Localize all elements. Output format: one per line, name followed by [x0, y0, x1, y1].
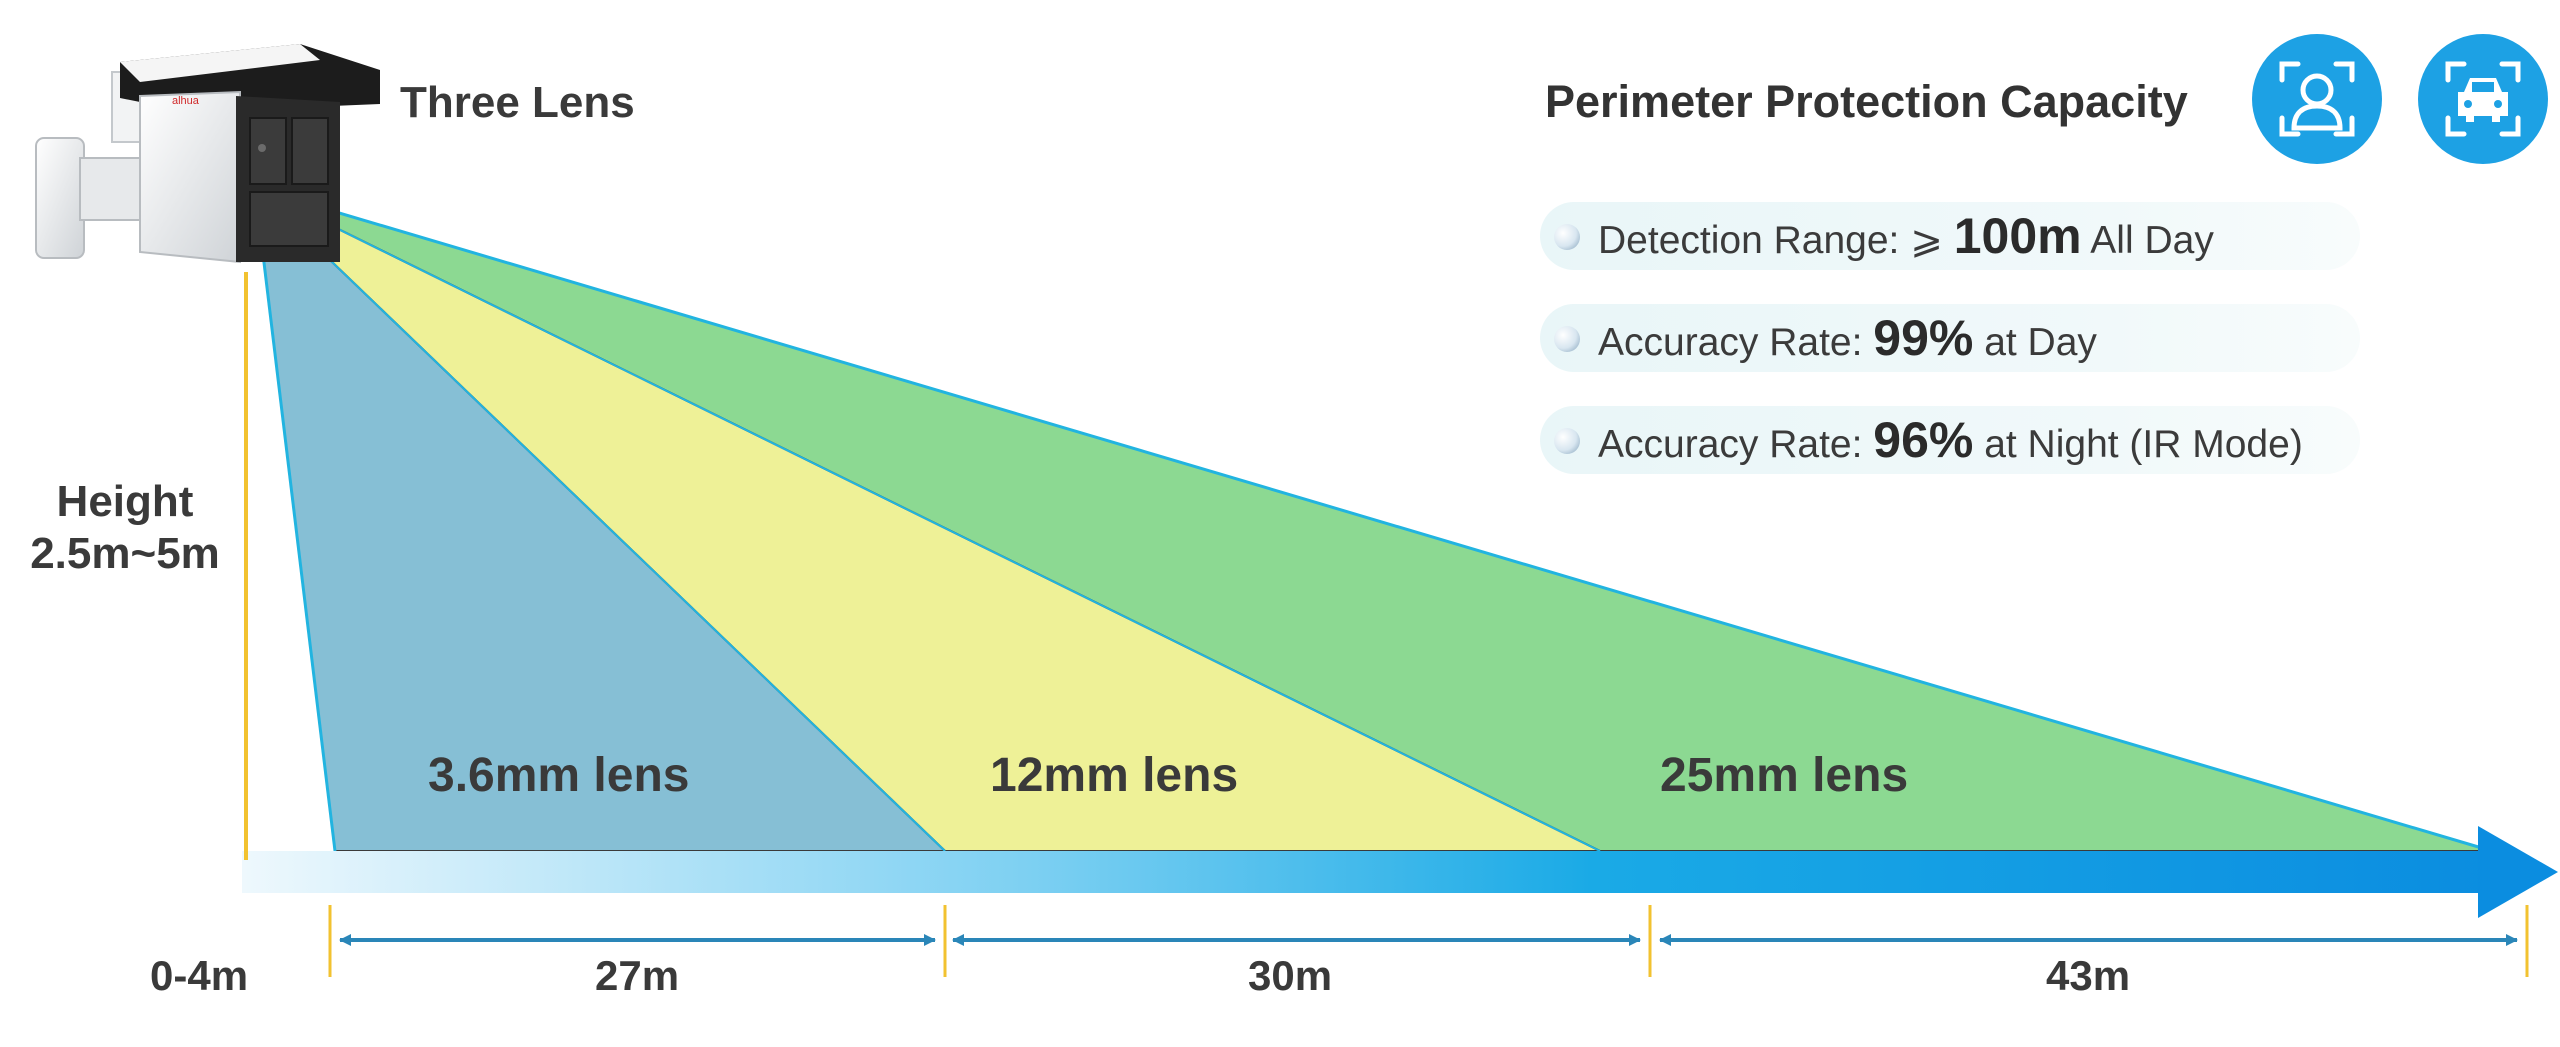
stat-prefix: Accuracy Rate:: [1598, 321, 1874, 364]
ground-axis-arrowhead: [2478, 826, 2558, 918]
stat-accuracy-night: Accuracy Rate: 96% at Night (IR Mode): [1540, 406, 2360, 474]
stat-suffix: All Day: [2081, 219, 2214, 262]
lens-label-12mm: 12mm lens: [990, 749, 1239, 802]
distance-label-lens3: 43m: [2046, 952, 2131, 999]
svg-text:alhua: alhua: [172, 95, 200, 107]
distance-label-lens1: 27m: [595, 952, 680, 999]
coverage-edge-near: [253, 187, 337, 852]
stat-suffix: at Night (IR Mode): [1973, 423, 2303, 466]
bullet-icon: [1554, 224, 1580, 250]
diagram-title: Three Lens: [400, 78, 635, 127]
coverage-edge-mid1: [254, 187, 946, 852]
stat-prefix: Detection Range: ⩾: [1598, 219, 1954, 262]
stat-value: 96%: [1873, 412, 1974, 468]
height-label-line1: Height: [56, 477, 194, 526]
vehicle-detect-icon: [2418, 34, 2548, 164]
stat-value: 100m: [1953, 208, 2082, 264]
camera-icon: alhua: [35, 44, 380, 264]
height-label-line2: 2.5m~5m: [30, 528, 220, 578]
lens-label-25mm: 25mm lens: [1660, 749, 1909, 802]
capacity-title: Perimeter Protection Capacity: [1545, 76, 2188, 127]
ground-axis-bar: [242, 851, 2492, 893]
bullet-icon: [1554, 326, 1580, 352]
distance-label-lens2: 30m: [1248, 952, 1333, 999]
blind-zone-label: 0-4m: [150, 952, 249, 999]
bullet-icon: [1554, 428, 1580, 454]
coverage-edge-far: [254, 186, 2493, 853]
stat-value: 99%: [1873, 310, 1974, 366]
stat-detection-range: Detection Range: ⩾ 100m All Day: [1540, 202, 2360, 270]
height-label: Height 2.5m~5m: [20, 476, 230, 580]
lens-label-3-6mm: 3.6mm lens: [428, 749, 690, 802]
stat-prefix: Accuracy Rate:: [1598, 423, 1874, 466]
stat-accuracy-day: Accuracy Rate: 99% at Day: [1540, 304, 2360, 372]
person-detect-icon: [2252, 34, 2382, 164]
coverage-edge-mid2: [254, 187, 1601, 852]
stat-suffix: at Day: [1973, 321, 2097, 364]
